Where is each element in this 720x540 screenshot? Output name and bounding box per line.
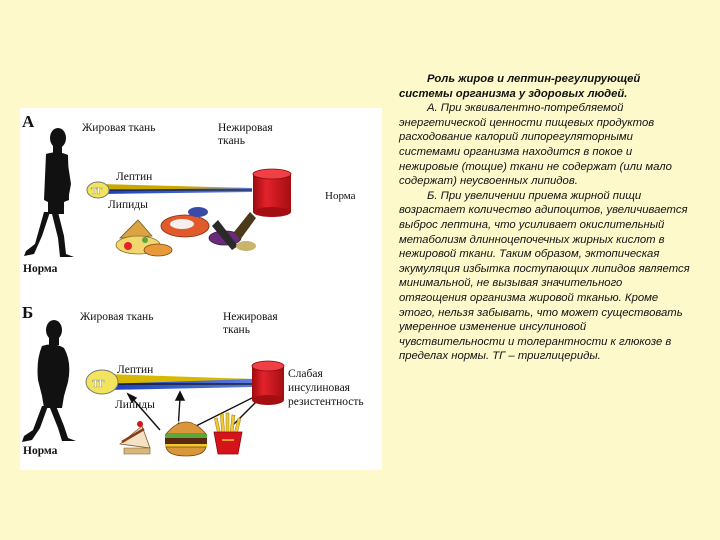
tg-label-a: ТГ [91,186,103,196]
leptin-diagram: А Норма Жировая ткань Нежировая ткань Ле… [20,108,382,470]
tg-label-b: ТГ [92,379,105,390]
paragraph-b: Б. При увеличении приема жирной пищи воз… [399,189,691,364]
fat-tissue-label-b: Жировая ткань [80,311,153,323]
lipids-label-a: Липиды [108,199,148,211]
panel-b-letter: Б [22,303,33,322]
person-silhouette-b [22,320,76,442]
text-title: Роль жиров и лептин-регулирующей системы… [399,72,691,101]
description-text: Роль жиров и лептин-регулирующей системы… [399,72,691,364]
food-illustration-a [116,207,256,256]
outcome-label-b-2: инсулиновая [288,382,351,394]
nonfat-tissue-cylinder-b [252,361,284,405]
nonfat-tissue-cylinder-a [253,169,291,217]
nonfat-tissue-label-a-1: Нежировая [218,122,273,134]
leptin-arrow-a [100,184,252,194]
paragraph-a: А. При эквивалентно-потребляемой энергет… [399,101,691,189]
leptin-label-b: Лептин [117,364,153,376]
person-label-b: Норма [23,445,58,457]
fat-tissue-label-a: Жировая ткань [82,122,155,134]
panel-a: А Норма Жировая ткань Нежировая ткань Ле… [22,112,356,275]
food-illustration-b [120,413,242,456]
adipocyte-a: ТГ [87,182,109,198]
panel-b: Б Норма Жировая ткань Нежировая ткань Ле… [22,303,364,457]
outcome-label-a: Норма [325,190,356,202]
person-silhouette-a [24,128,74,257]
nonfat-tissue-label-b-1: Нежировая [223,311,278,323]
outcome-label-b-1: Слабая [288,368,323,380]
leptin-label-a: Лептин [116,171,152,183]
panel-a-letter: А [22,112,35,131]
outcome-label-b-3: резистентность [288,396,364,408]
nonfat-tissue-label-b-2: ткань [223,324,250,336]
diagram-canvas: А Норма Жировая ткань Нежировая ткань Ле… [20,108,382,470]
adipocyte-b: ТГ [86,370,118,394]
person-label-a: Норма [23,263,58,275]
leptin-arrow-b [106,374,252,390]
nonfat-tissue-label-a-2: ткань [218,135,245,147]
